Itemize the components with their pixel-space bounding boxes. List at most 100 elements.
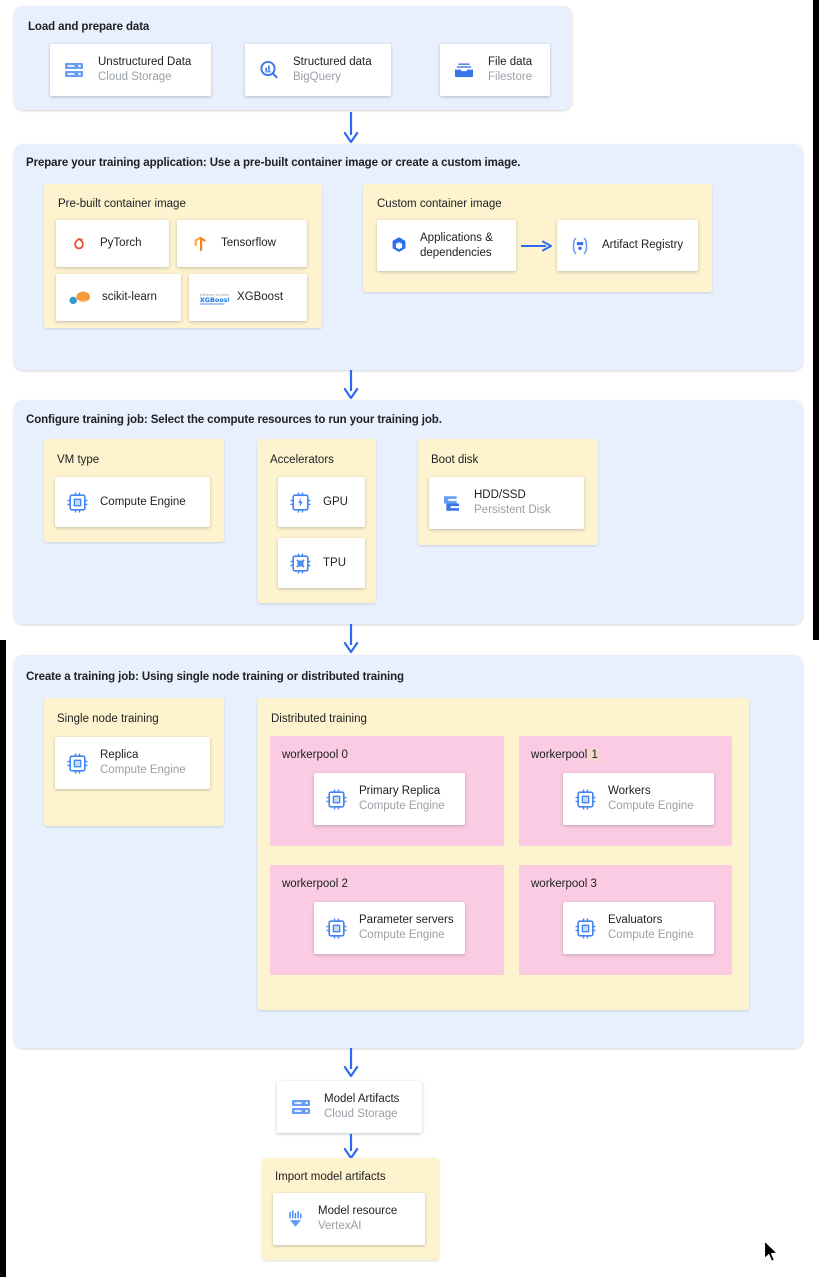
workerpool-2: workerpool 2 <box>270 865 504 975</box>
card-primary-replica[interactable]: Primary Replica Compute Engine <box>314 773 475 835</box>
card-applications-dependencies[interactable]: Applications & dependencies <box>377 220 516 271</box>
card-title: Compute Engine <box>100 495 186 508</box>
group-single-node-training: Single node training <box>44 698 224 826</box>
group-accelerators-title: Accelerators <box>270 454 334 466</box>
stage3-title: Configure training job: Select the compu… <box>26 414 442 426</box>
cpu-chip-icon <box>66 491 89 514</box>
card-pytorch[interactable]: PyTorch <box>56 220 169 267</box>
card-workers[interactable]: Workers Compute Engine <box>563 773 724 835</box>
card-subtitle: VertexAI <box>318 1220 362 1232</box>
card-title: File data <box>488 56 533 69</box>
card-subtitle: Filestore <box>488 71 533 83</box>
card-gpu[interactable]: GPU <box>278 477 365 527</box>
bigquery-icon <box>257 58 281 82</box>
svg-text:eXtreme Gradient: eXtreme Gradient <box>200 292 229 296</box>
group-custom-container-image: Custom container image Applications & de… <box>363 184 712 292</box>
card-subtitle: BigQuery <box>293 71 341 83</box>
stage-configure-training-job: Configure training job: Select the compu… <box>14 400 803 624</box>
card-subtitle: Compute Engine <box>359 800 445 812</box>
card-tensorflow[interactable]: Tensorflow <box>177 220 307 267</box>
workerpool-1-title: workerpool 1 <box>531 749 599 761</box>
stage-create-training-job: Create a training job: Using single node… <box>14 655 803 1048</box>
card-subtitle: Cloud Storage <box>324 1108 398 1120</box>
artifact-registry-icon <box>568 234 592 258</box>
workerpool-1-title-prefix: workerpool <box>531 749 588 761</box>
arrow-stage2-to-stage3 <box>340 370 362 405</box>
scikit-learn-icon: learn <box>68 288 92 308</box>
card-title: Workers <box>608 785 651 798</box>
card-title: Model resource <box>318 1205 398 1218</box>
card-title: Artifact Registry <box>602 239 684 252</box>
cloud-storage-icon <box>62 58 86 82</box>
workerpool-0: workerpool 0 <box>270 736 504 846</box>
group-vm-type: VM type Compute Engi <box>44 439 224 542</box>
workerpool-1: workerpool 1 <box>519 736 732 846</box>
cpu-chip-icon <box>325 788 348 811</box>
pytorch-icon <box>68 233 90 255</box>
arrow-stage1-to-stage2 <box>340 112 362 149</box>
applications-icon <box>387 234 411 258</box>
card-title: Replica <box>100 749 139 762</box>
card-title: Parameter servers <box>359 914 454 927</box>
card-evaluators[interactable]: Evaluators Compute Engine <box>563 902 724 964</box>
card-title: XGBoost <box>237 291 284 304</box>
card-parameter-servers[interactable]: Parameter servers Compute Engine <box>314 902 475 964</box>
group-custom-title: Custom container image <box>377 198 502 210</box>
card-subtitle: Persistent Disk <box>474 504 551 516</box>
card-artifact-registry[interactable]: Artifact Registry <box>557 220 698 271</box>
card-unstructured-data[interactable]: Unstructured Data Cloud Storage <box>50 44 211 96</box>
tpu-chip-icon <box>289 552 312 575</box>
card-title: Structured data <box>293 56 372 69</box>
card-title: PyTorch <box>100 237 142 250</box>
card-model-artifacts[interactable]: Model Artifacts Cloud Storage <box>277 1081 422 1133</box>
card-compute-engine[interactable]: Compute Engine <box>55 477 210 527</box>
group-prebuilt-container-image: Pre-built container image PyTorch <box>44 184 322 328</box>
window-left-edge <box>0 640 6 1277</box>
card-title: GPU <box>323 495 348 508</box>
card-title: Evaluators <box>608 914 663 927</box>
stage2-title: Prepare your training application: Use a… <box>26 157 521 169</box>
persistent-disk-icon <box>440 492 463 515</box>
card-xgboost[interactable]: eXtreme Gradient XGBoost XGBoost <box>189 274 307 321</box>
card-title: Applications & dependencies <box>420 231 493 259</box>
group-boot-disk-title: Boot disk <box>431 454 479 466</box>
arrow-stage3-to-stage4 <box>340 624 362 659</box>
cpu-chip-icon <box>66 752 89 775</box>
tensorflow-icon <box>189 233 211 255</box>
svg-text:XGBoost: XGBoost <box>200 296 229 304</box>
group-import-model-artifacts: Import model artifacts Model resource Ve… <box>262 1158 439 1260</box>
group-distributed-training: Distributed training workerpool 0 <box>257 698 749 1010</box>
card-title: HDD/SSD <box>474 489 526 502</box>
card-model-resource[interactable]: Model resource VertexAI <box>273 1193 425 1245</box>
workerpool-1-title-highlight: 1 <box>587 749 599 761</box>
cloud-storage-icon <box>289 1095 313 1119</box>
cpu-chip-icon <box>574 788 597 811</box>
card-tpu[interactable]: TPU <box>278 538 365 588</box>
group-prebuilt-title: Pre-built container image <box>58 198 186 210</box>
group-distributed-title: Distributed training <box>271 713 367 725</box>
stage4-title: Create a training job: Using single node… <box>26 671 404 683</box>
card-scikit-learn[interactable]: learn scikit-learn <box>56 274 181 321</box>
card-replica[interactable]: Replica Compute Engine <box>55 737 210 789</box>
card-subtitle: Compute Engine <box>608 800 694 812</box>
card-subtitle: Cloud Storage <box>98 71 172 83</box>
cpu-chip-icon <box>325 917 348 940</box>
card-file-data[interactable]: File data Filestore <box>440 44 550 96</box>
workerpool-3: workerpool 3 <box>519 865 732 975</box>
workerpool-2-title: workerpool 2 <box>282 878 348 890</box>
filestore-icon <box>452 58 476 82</box>
workerpool-0-title: workerpool 0 <box>282 749 348 761</box>
card-title: Tensorflow <box>221 237 276 250</box>
card-subtitle: Compute Engine <box>608 929 694 941</box>
card-title: TPU <box>323 556 346 569</box>
cpu-chip-icon <box>574 917 597 940</box>
card-structured-data[interactable]: Structured data BigQuery <box>245 44 391 96</box>
svg-text:learn: learn <box>77 298 88 304</box>
group-accelerators: Accelerators GPU <box>257 439 376 603</box>
model-resource-icon <box>284 1208 307 1231</box>
arrow-applications-to-registry <box>521 239 553 258</box>
card-title: Model Artifacts <box>324 1093 400 1106</box>
card-hdd-ssd[interactable]: HDD/SSD Persistent Disk <box>429 477 584 529</box>
window-right-edge <box>813 0 819 640</box>
